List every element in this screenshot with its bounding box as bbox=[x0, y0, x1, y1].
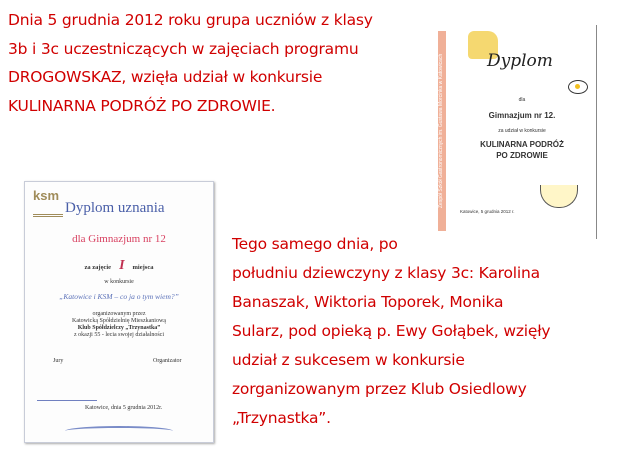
bowl-icon bbox=[540, 185, 578, 208]
diploma-participation: za udział w konkursie bbox=[498, 128, 546, 134]
text-line: udział z sukcesem w konkursie bbox=[232, 351, 465, 369]
text-line: Dnia 5 grudnia 2012 roku grupa uczniów z… bbox=[8, 11, 373, 29]
diploma-date: Katowice, 5 grudnia 2012 r. bbox=[460, 209, 515, 214]
organizer-label: Organizator bbox=[153, 358, 182, 364]
diploma-contest-line1: KULINARNA PODRÓŻ bbox=[480, 140, 564, 149]
contest-name: „Katowice i KSM – co ja o tym wiem?” bbox=[59, 292, 179, 301]
diploma-recipient: dla Gimnazjum nr 12 bbox=[72, 233, 166, 245]
diploma-contest-line2: PO ZDROWIE bbox=[496, 151, 548, 160]
flour-bag-icon bbox=[468, 31, 498, 59]
ksm-logo: ksm bbox=[33, 188, 63, 217]
diploma-side-band: Zespół Szkół Gastronomicznych im. Gustaw… bbox=[438, 31, 446, 231]
place-prefix: za zajęcie bbox=[84, 264, 112, 271]
org1: Katowicką Spółdzielnię Mieszkaniową bbox=[72, 318, 166, 324]
jury-signatures bbox=[37, 370, 97, 401]
jury-label: Jury bbox=[53, 358, 64, 364]
bottom-paragraph: Tego samego dnia, po południu dziewczyny… bbox=[232, 230, 617, 433]
top-paragraph: Dnia 5 grudnia 2012 roku grupa uczniów z… bbox=[8, 6, 428, 120]
text-line: Tego samego dnia, po bbox=[232, 235, 398, 253]
text-line: 3b i 3c uczestniczących w zajęciach prog… bbox=[8, 39, 359, 58]
diploma-ksm-image: ksm Dyplom uznania dla Gimnazjum nr 12 z… bbox=[24, 181, 214, 443]
text-line: południu dziewczyny z klasy 3c: Karolina bbox=[232, 264, 540, 282]
text-line: Banaszak, Wiktoria Toporek, Monika bbox=[232, 293, 504, 311]
text-line: DROGOWSKAZ, wzięła udział w konkursie bbox=[8, 68, 323, 86]
text-line: Sularz, pod opieką p. Ewy Gołąbek, wzięł… bbox=[232, 322, 551, 340]
place-number: I bbox=[119, 258, 125, 273]
decorative-flourish bbox=[65, 426, 173, 436]
text-line: KULINARNA PODRÓŻ PO ZDROWIE. bbox=[8, 96, 276, 115]
diploma-for: dla bbox=[518, 97, 526, 103]
text-line: „Trzynastka”. bbox=[232, 409, 331, 427]
diploma-title: Dyplom bbox=[487, 51, 553, 71]
org2: Klub Spółdzielczy „Trzynastka” bbox=[77, 325, 161, 331]
diploma-title: Dyplom uznania bbox=[65, 200, 165, 216]
place-suffix: miejsca bbox=[132, 264, 154, 271]
diploma-cooking-image: Zespół Szkół Gastronomicznych im. Gustaw… bbox=[432, 25, 597, 239]
organized-by: organizowanym przez bbox=[92, 311, 146, 317]
text-line: zorganizowanym przez Klub Osiedlowy bbox=[232, 380, 527, 398]
diploma-recipient: Gimnazjum nr 12. bbox=[488, 111, 556, 120]
diploma-date: Katowice, dnia 5 grudnia 2012r. bbox=[85, 405, 163, 411]
occasion: z okazji 55 - lecia swojej działalności bbox=[74, 332, 164, 338]
in-contest: w konkursie bbox=[104, 279, 134, 285]
egg-icon bbox=[568, 80, 588, 94]
